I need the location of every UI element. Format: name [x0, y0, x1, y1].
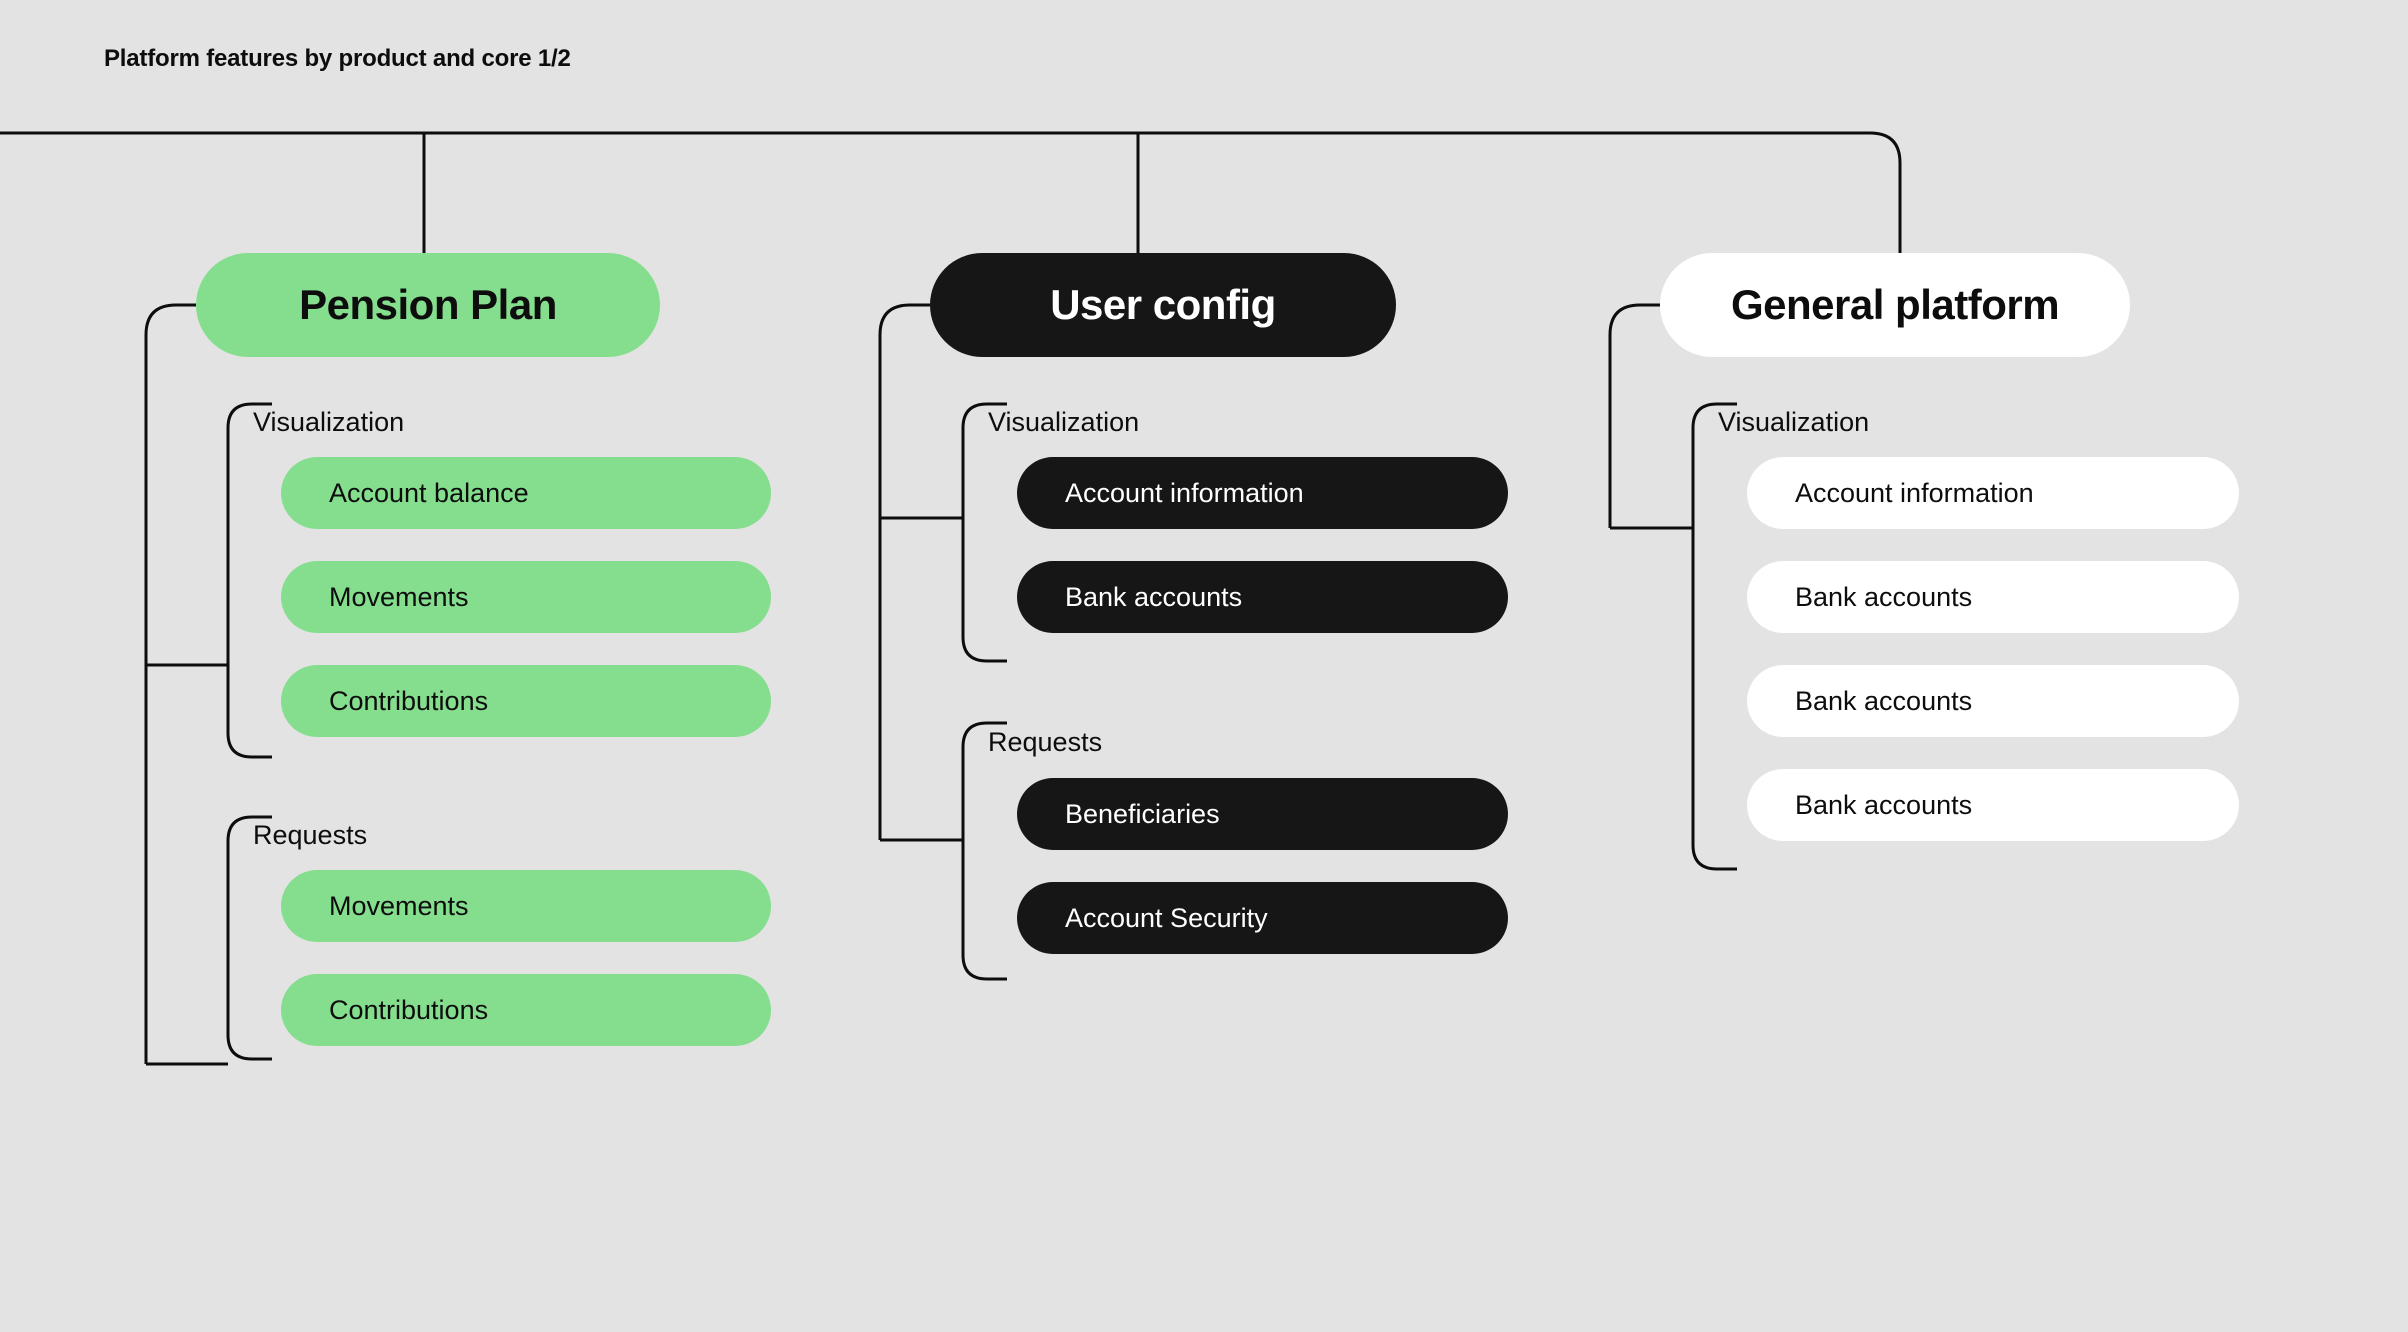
item-pill[interactable]: Contributions: [281, 665, 771, 737]
header-pill-label: User config: [1050, 281, 1276, 328]
item-pill[interactable]: Bank accounts: [1747, 769, 2239, 841]
group-label-requests-col2: Requests: [988, 727, 1103, 757]
item-pill-label: Account Security: [1065, 902, 1268, 933]
col3-trunk: [1608, 303, 1660, 528]
col2-bracket-visualization: [961, 402, 1007, 663]
item-pill[interactable]: Account balance: [281, 457, 771, 529]
group-label-requests-col1: Requests: [253, 820, 368, 850]
item-pill[interactable]: Bank accounts: [1017, 561, 1508, 633]
top-rail: [0, 131, 1902, 258]
col1-bracket-visualization: [226, 402, 272, 759]
item-pill-label: Movements: [329, 581, 469, 612]
item-pill[interactable]: Account information: [1017, 457, 1508, 529]
item-pill[interactable]: Bank accounts: [1747, 561, 2239, 633]
item-pill-label: Account information: [1065, 477, 1304, 508]
item-pill[interactable]: Beneficiaries: [1017, 778, 1508, 850]
header-pill-user-config[interactable]: User config: [930, 253, 1396, 357]
item-pill[interactable]: Contributions: [281, 974, 771, 1046]
item-pill-label: Contributions: [329, 685, 489, 716]
item-pill[interactable]: Account Security: [1017, 882, 1508, 954]
page-title: Platform features by product and core 1/…: [104, 45, 571, 72]
header-pill-label: General platform: [1730, 281, 2060, 328]
col2-bracket-requests: [961, 721, 1007, 981]
item-pill-label: Contributions: [329, 994, 489, 1025]
item-pill-label: Account information: [1795, 477, 2034, 508]
item-pill[interactable]: Bank accounts: [1747, 665, 2239, 737]
item-pill-label: Bank accounts: [1795, 789, 1973, 820]
header-pill-general-platform[interactable]: General platform: [1660, 253, 2130, 357]
item-pill-label: Bank accounts: [1795, 581, 1973, 612]
item-pill[interactable]: Movements: [281, 561, 771, 633]
col3-bracket-visualization: [1691, 402, 1737, 871]
header-pill-pension-plan[interactable]: Pension Plan: [196, 253, 660, 357]
group-label-visualization-col2: Visualization: [988, 407, 1140, 437]
header-pill-label: Pension Plan: [299, 281, 557, 328]
item-pill[interactable]: Movements: [281, 870, 771, 942]
item-pill-label: Movements: [329, 890, 469, 921]
item-pill[interactable]: Account information: [1747, 457, 2239, 529]
item-pill-label: Beneficiaries: [1065, 798, 1220, 829]
group-label-visualization-col3: Visualization: [1718, 407, 1870, 437]
col1-trunk: [144, 303, 196, 974]
col2-trunk: [878, 303, 930, 840]
col1-bracket-requests: [226, 815, 272, 1061]
item-pill-label: Account balance: [329, 477, 529, 508]
item-pill-label: Bank accounts: [1795, 685, 1973, 716]
group-label-visualization-col1: Visualization: [253, 407, 405, 437]
item-pill-label: Bank accounts: [1065, 581, 1243, 612]
